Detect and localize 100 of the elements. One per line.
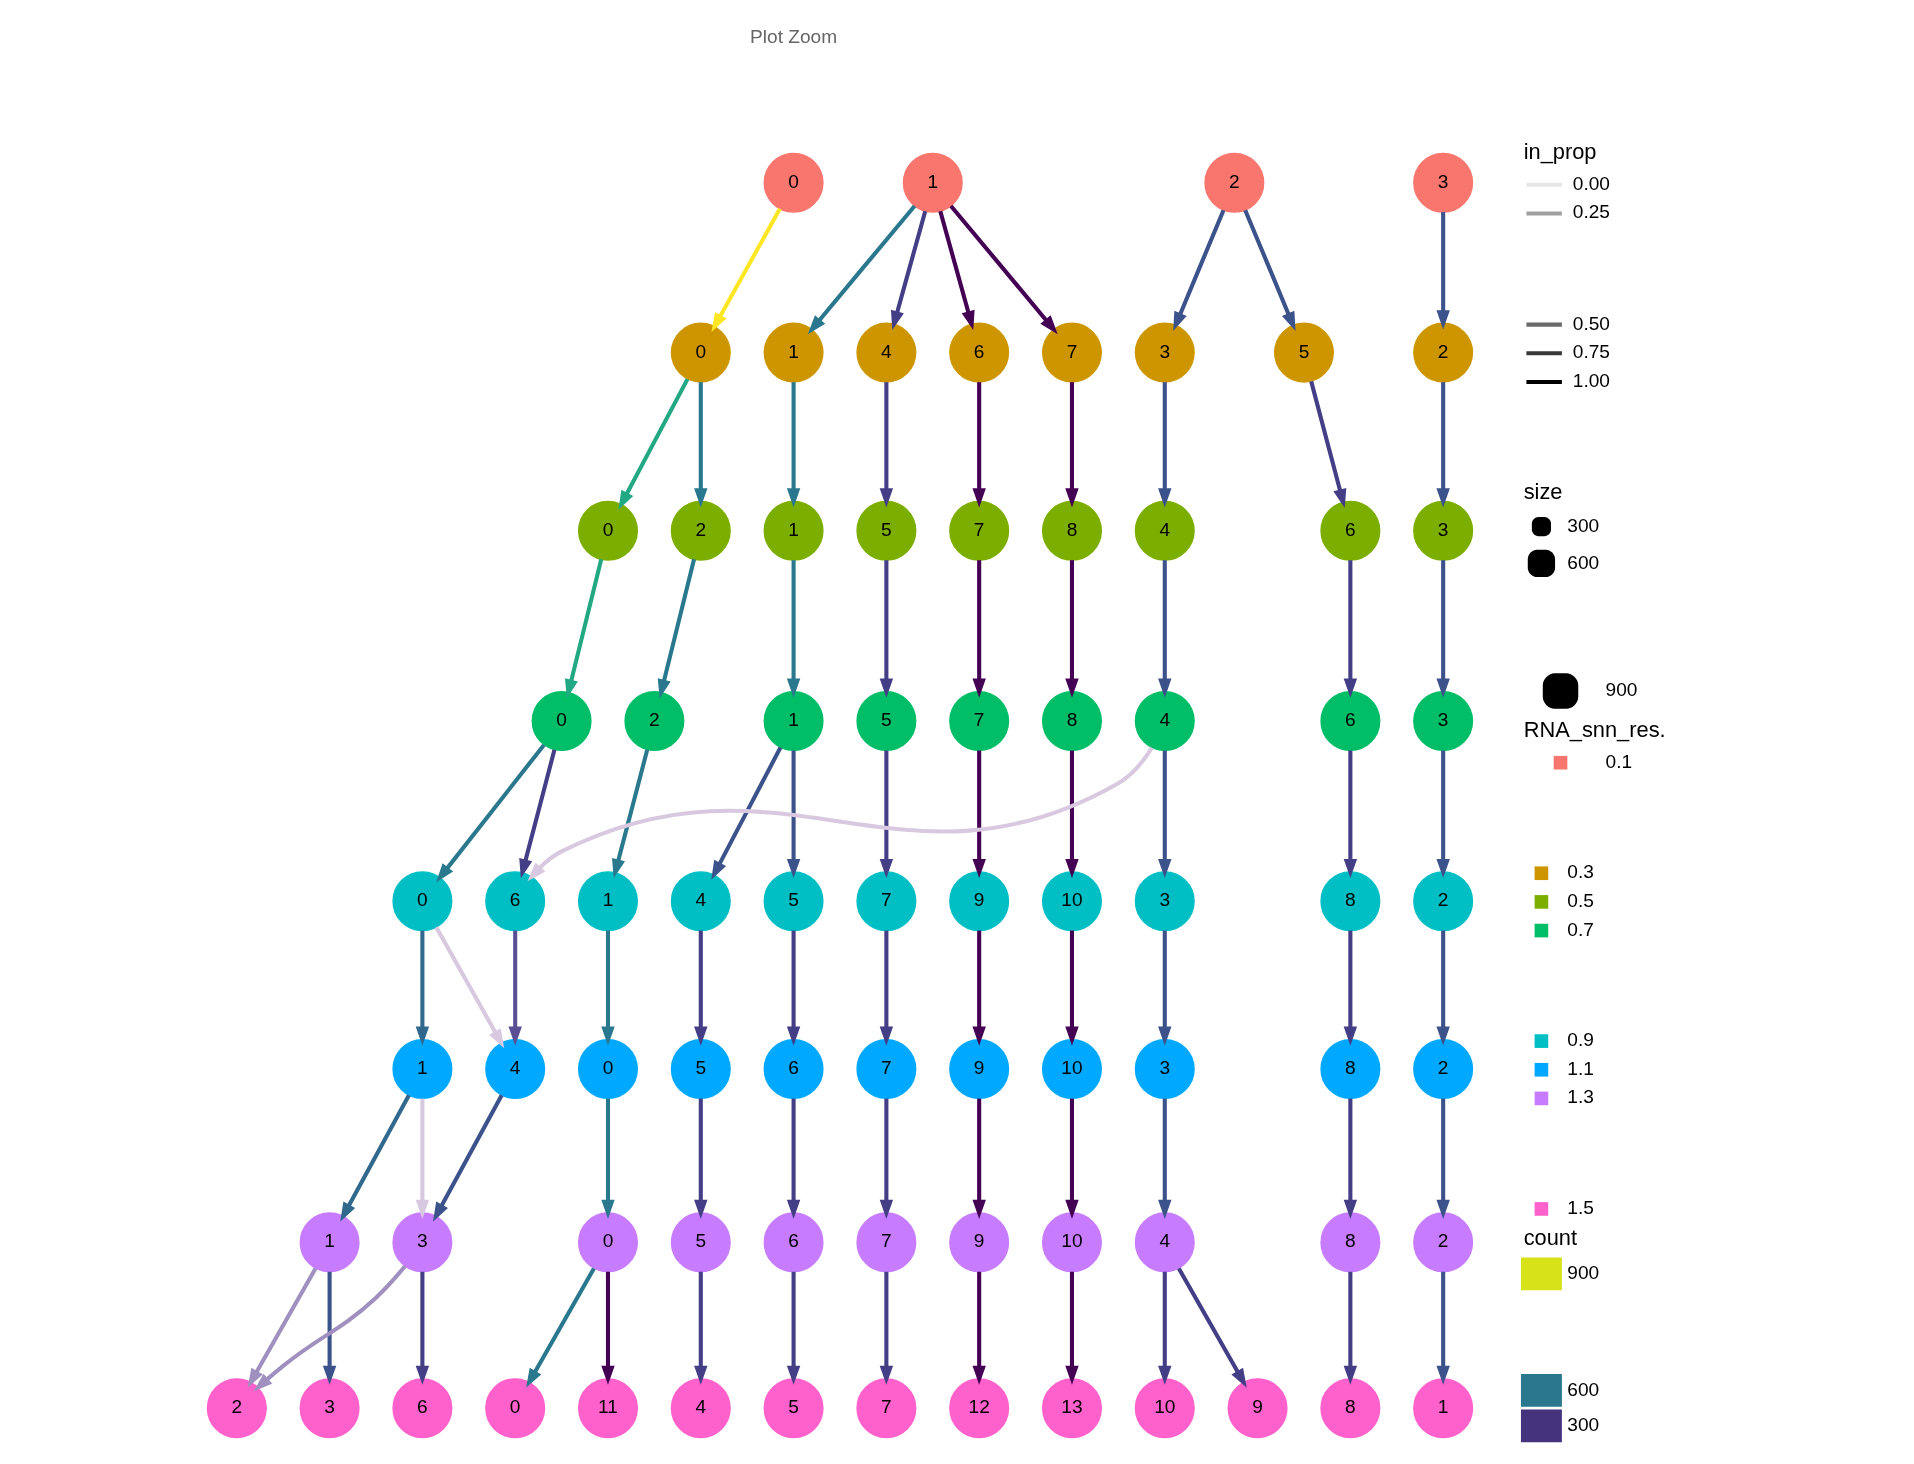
arrow (1436, 930, 1450, 1046)
arrow (1158, 1098, 1172, 1219)
arrow (526, 1267, 596, 1388)
arrow (1436, 1271, 1450, 1385)
node-circle: 0 (485, 1378, 546, 1439)
node-circle: 3 (1413, 691, 1474, 752)
legend-label: 0.00 (1572, 172, 1610, 194)
legend-label: 0.9 (1567, 1029, 1594, 1051)
legend-label: 0.3 (1567, 861, 1594, 883)
label: in_prop (1523, 139, 1597, 165)
arrow (415, 1271, 430, 1385)
node-circle: 5 (763, 1378, 824, 1439)
node-circle: 8 (1320, 871, 1381, 932)
node-circle: 1 (577, 871, 638, 932)
node-circle: 5 (856, 691, 917, 752)
arrow (1158, 560, 1172, 698)
arrow (1343, 750, 1358, 879)
legend-label: 1.5 (1567, 1197, 1594, 1218)
node-circle: 0 (577, 500, 638, 561)
node-circle: 4 (485, 1039, 546, 1100)
node-circle: 6 (1320, 691, 1381, 752)
arrow (612, 749, 650, 879)
node-circle: 1 (1413, 1378, 1474, 1439)
node-circle: 2 (624, 691, 685, 752)
node-circle: 3 (1134, 322, 1195, 383)
legend-label: 1.1 (1567, 1057, 1594, 1079)
node-circle: 2 (206, 1378, 267, 1439)
arrow (527, 746, 1154, 882)
arrow (938, 210, 975, 330)
node-circle: 1 (763, 322, 824, 383)
arrow (972, 930, 986, 1046)
arrow (1158, 1271, 1172, 1385)
node-circle: 3 (1134, 871, 1195, 932)
arrow (786, 1098, 801, 1219)
node-circle: 8 (1320, 1212, 1381, 1273)
node-circle: 1 (763, 500, 824, 561)
arrow (879, 1098, 894, 1219)
node-circle: 10 (1041, 1212, 1102, 1273)
arrow (1309, 380, 1347, 509)
arrow (972, 382, 986, 508)
arrow (1343, 1271, 1358, 1385)
arrow (879, 382, 894, 508)
arrow (601, 1098, 615, 1219)
label: size (1523, 479, 1563, 505)
arrow (1065, 560, 1079, 698)
node-circle: 3 (1134, 1039, 1195, 1100)
node-circle: 8 (1320, 1039, 1381, 1100)
legend-label: 300 (1567, 514, 1600, 536)
label: RNA_snn_res. (1523, 717, 1666, 743)
arrow (436, 743, 546, 883)
arrow (434, 926, 505, 1049)
node-circle: 6 (763, 1212, 824, 1273)
arrow (694, 930, 708, 1046)
arrow (322, 1271, 337, 1385)
node-circle: 2 (1204, 152, 1265, 213)
node-circle: 3 (1413, 152, 1474, 213)
arrow (879, 930, 894, 1046)
node-circle: 5 (1273, 322, 1334, 383)
node-circle: 7 (856, 1378, 917, 1439)
arrow (694, 1098, 708, 1219)
arrow (1158, 930, 1172, 1046)
arrow (879, 750, 894, 879)
node-circle: 7 (856, 871, 917, 932)
node-circle: 7 (949, 500, 1010, 561)
node-circle: 9 (949, 1039, 1010, 1100)
node-circle: 5 (670, 1039, 731, 1100)
arrow (1243, 209, 1296, 332)
arrow (949, 204, 1058, 335)
arrow (890, 210, 928, 330)
arrow (601, 930, 615, 1046)
node-circle: 8 (1041, 500, 1102, 561)
node-circle: 6 (763, 1039, 824, 1100)
arrow (1065, 750, 1079, 879)
node-circle: 2 (1413, 871, 1474, 932)
arrow (1436, 382, 1450, 508)
node-circle: 1 (392, 1039, 453, 1100)
node-circle: 7 (949, 691, 1010, 752)
arrow (415, 930, 430, 1046)
arrow (972, 750, 986, 879)
legend-label: 900 (1605, 679, 1638, 701)
arrow (1343, 560, 1358, 698)
arrow (1173, 209, 1226, 332)
node-circle: 5 (763, 871, 824, 932)
arrow (508, 930, 522, 1046)
node-circle: 2 (1413, 1212, 1474, 1273)
legend-label: 0.50 (1572, 312, 1610, 334)
arrow (1436, 212, 1450, 330)
node-circle: 0 (577, 1212, 638, 1273)
arrow (618, 378, 690, 510)
node-circle: 4 (856, 322, 917, 383)
node-circle: 9 (1227, 1378, 1288, 1439)
node-circle: 1 (902, 152, 963, 213)
node-circle: 6 (949, 322, 1010, 383)
node-circle: 4 (1134, 500, 1195, 561)
node-circle: 13 (1041, 1378, 1102, 1439)
arrow (972, 1271, 986, 1385)
arrow (1436, 560, 1450, 698)
arrow (1158, 382, 1172, 508)
node-circle: 1 (299, 1212, 360, 1273)
arrow (879, 560, 894, 698)
